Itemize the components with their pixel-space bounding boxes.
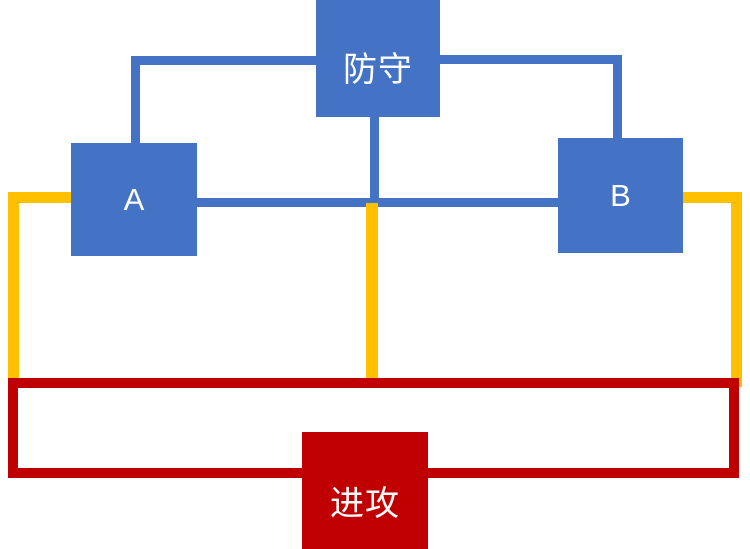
- node-a-label: A: [123, 181, 145, 217]
- edge-defense-to-a-vertical: [131, 56, 140, 147]
- edge-trunk-to-attack-vertical: [366, 203, 378, 385]
- edge-attack-loop-left: [8, 378, 18, 478]
- edge-a-to-attack-vertical: [8, 192, 19, 387]
- edge-b-to-attack-horizontal: [679, 192, 742, 203]
- edge-a-to-b-horizontal: [191, 198, 565, 207]
- node-defense-label: 防守: [343, 51, 413, 89]
- edge-defense-to-b-horizontal: [435, 55, 622, 64]
- edge-defense-to-b-vertical: [613, 55, 622, 143]
- edge-attack-loop-right: [729, 378, 739, 478]
- node-attack[interactable]: 进攻: [302, 432, 428, 549]
- edge-a-to-attack-horizontal: [8, 192, 76, 203]
- node-attack-label: 进攻: [330, 485, 400, 523]
- node-b[interactable]: B: [558, 138, 683, 253]
- edge-defense-to-a-horizontal: [131, 56, 321, 65]
- edge-defense-to-trunk-vertical: [370, 112, 379, 207]
- node-b-label: B: [610, 177, 631, 213]
- node-defense[interactable]: 防守: [316, 0, 440, 117]
- node-a[interactable]: A: [71, 143, 197, 256]
- edge-attack-loop-top: [8, 378, 739, 388]
- edge-b-to-attack-vertical: [731, 192, 742, 387]
